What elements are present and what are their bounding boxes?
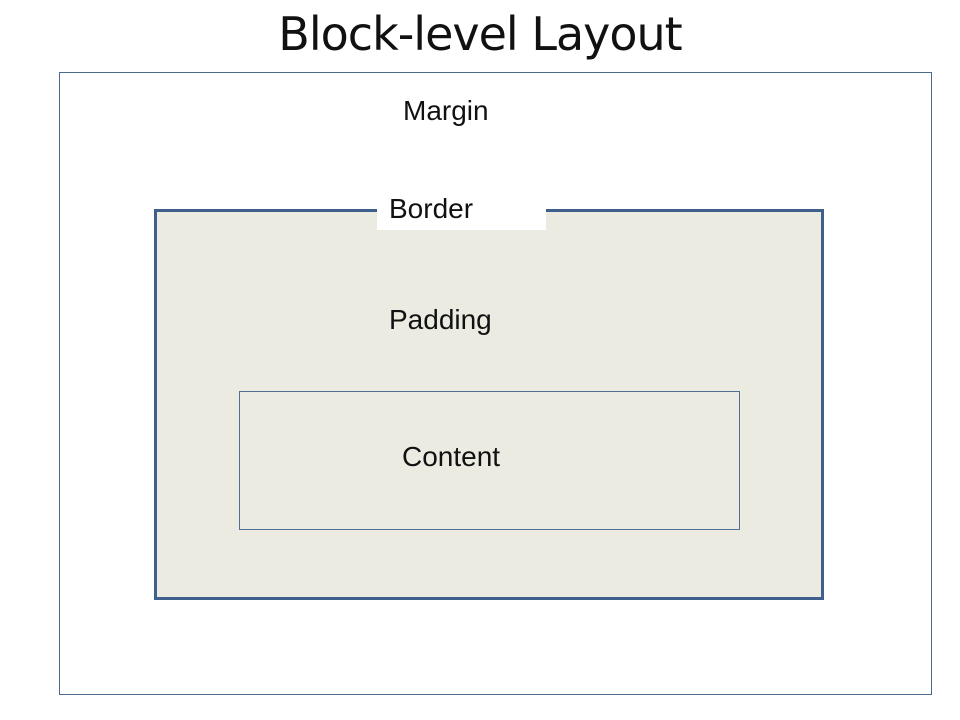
content-label: Content	[402, 441, 501, 472]
border-label-background	[377, 195, 546, 230]
padding-label: Padding	[389, 304, 492, 335]
slide-title: Block-level Layout	[278, 7, 682, 61]
content-box	[239, 391, 740, 530]
margin-label: Margin	[403, 95, 489, 126]
border-label: Border	[389, 193, 474, 224]
